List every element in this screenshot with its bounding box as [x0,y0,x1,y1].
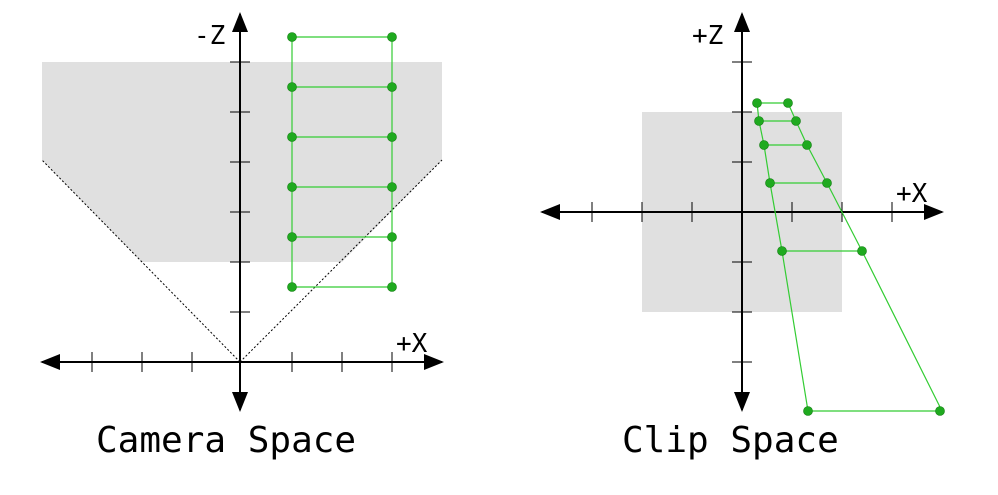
z-axis-label: -Z [194,21,225,51]
z-axis-label: +Z [692,21,723,51]
x-axis-ticks [91,352,393,372]
frustum-left-edge [41,159,241,363]
clip-space-diagram: +X +Z Clip Space [540,12,945,461]
diagram-caption: Camera Space [96,420,356,461]
vertex-point [802,140,812,150]
vertex-point [777,246,787,256]
vertex-point [387,182,397,192]
z-axis-ticks [732,61,752,363]
vertex-point [287,282,297,292]
vertex-point [287,32,297,42]
vertex-point [287,132,297,142]
vertex-point [857,246,867,256]
vertex-point [759,140,769,150]
vertex-point [387,132,397,142]
vertex-point [765,178,775,188]
camera-space-diagram: +X -Z Camera Space [40,12,444,461]
vertex-point [935,406,945,416]
ladder-shape [291,36,393,288]
vertex-point [754,116,764,126]
vertex-point [783,98,793,108]
vertex-point [387,32,397,42]
vertex-point [791,116,801,126]
diagram-caption: Clip Space [622,420,839,461]
vertex-point [387,282,397,292]
vertex-point [822,178,832,188]
vertex-point [287,82,297,92]
vertex-point [387,232,397,242]
vertex-point [387,82,397,92]
z-axis-ticks [230,61,250,313]
x-axis-label: +X [896,179,928,209]
ladder-points [287,32,397,292]
transformed-ladder-points [752,98,945,416]
vertex-point [752,98,762,108]
x-axis-label: +X [396,329,428,359]
x-axis-ticks [591,202,893,222]
vertex-point [287,232,297,242]
vertex-point [803,406,813,416]
vertex-point [287,182,297,192]
